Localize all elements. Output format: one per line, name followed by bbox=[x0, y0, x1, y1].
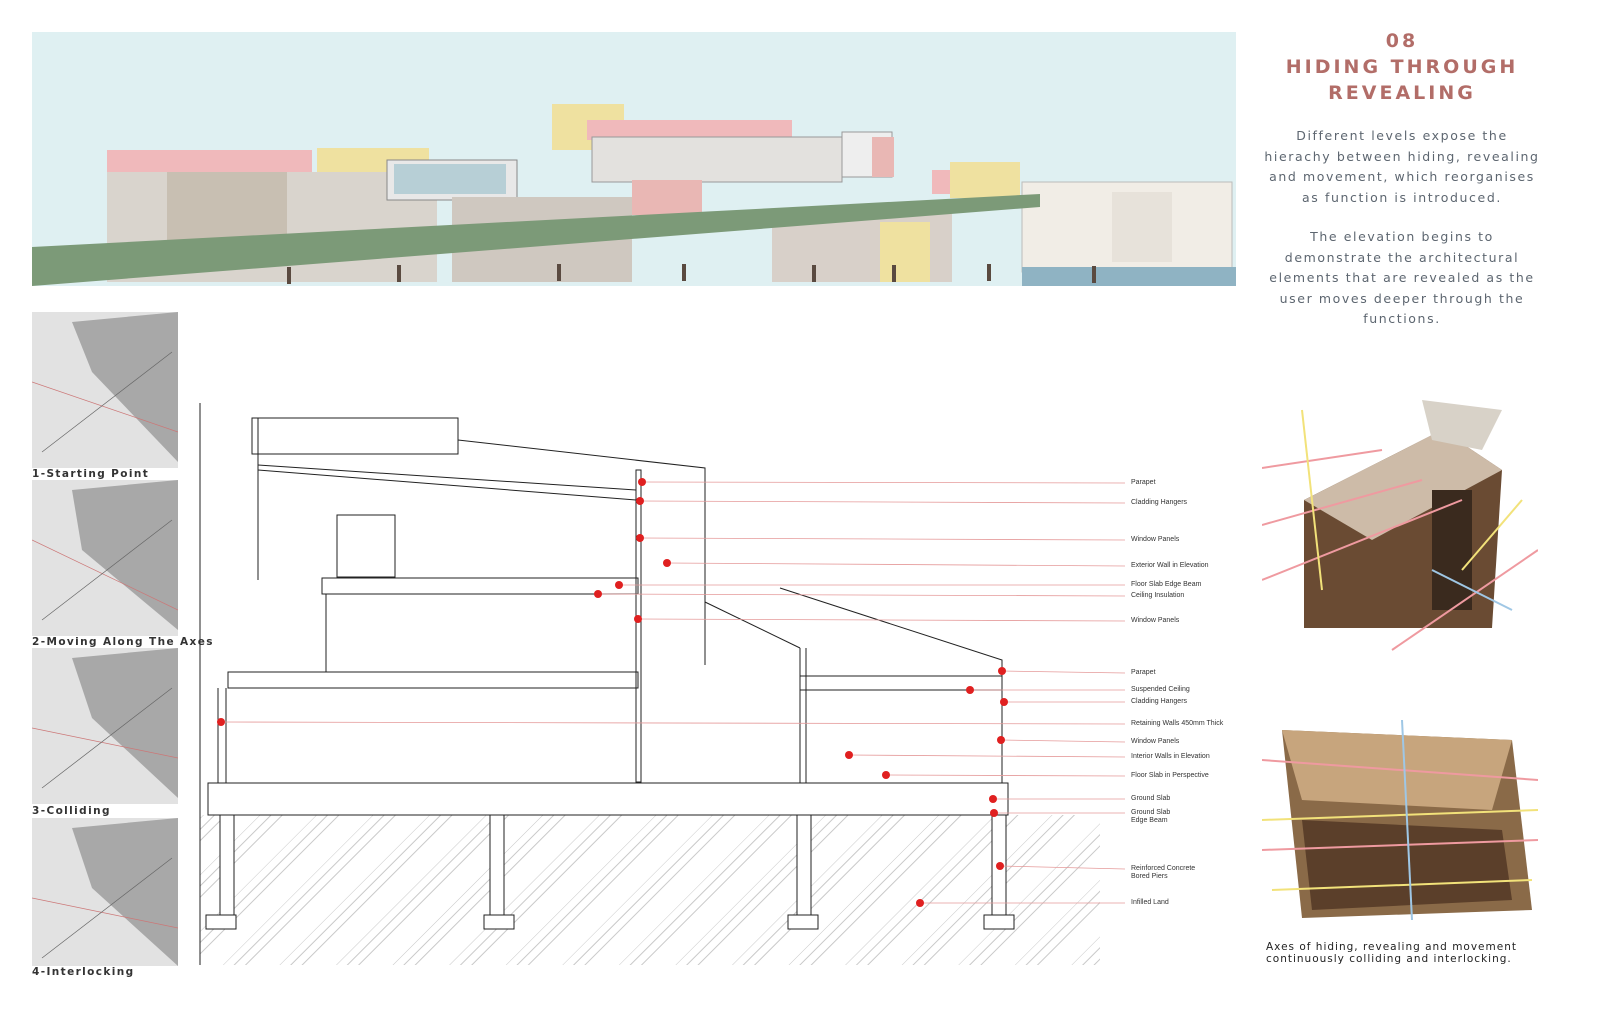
sequence-image-2 bbox=[32, 480, 178, 636]
title-line-2: REVEALING bbox=[1328, 82, 1476, 104]
annotation-marker bbox=[636, 534, 644, 542]
annotation-marker bbox=[989, 795, 997, 803]
leader-line bbox=[885, 774, 1126, 777]
annotation-marker bbox=[594, 590, 602, 598]
page-title: 08 HIDING THROUGH REVEALING bbox=[1262, 28, 1542, 106]
section-label: Reinforced Concrete Bored Piers bbox=[1131, 865, 1196, 880]
caption-line-1: Axes of hiding, revealing and movement bbox=[1266, 941, 1517, 953]
leader-line bbox=[848, 754, 1126, 758]
sequence-label-2: 2-Moving Along The Axes bbox=[32, 636, 214, 648]
section-label: Ground Slab Edge Beam bbox=[1131, 809, 1171, 824]
annotation-marker bbox=[998, 667, 1006, 675]
annotation-marker bbox=[663, 559, 671, 567]
annotation-marker bbox=[996, 862, 1004, 870]
ground-hatch bbox=[200, 815, 1100, 965]
section-label: Cladding Hangers bbox=[1131, 698, 1188, 705]
sequence-label-4: 4-Interlocking bbox=[32, 966, 135, 978]
sheet-number: 08 bbox=[1385, 30, 1419, 52]
title-line-1: HIDING THROUGH bbox=[1285, 56, 1519, 78]
description-paragraph-2: The elevation begins to demonstrate the … bbox=[1269, 229, 1535, 326]
section-label: Infilled Land bbox=[1131, 899, 1169, 906]
leader-line bbox=[637, 618, 1126, 622]
sequence-label-3: 3-Colliding bbox=[32, 805, 111, 817]
section-label: Interior Walls in Elevation bbox=[1131, 753, 1210, 760]
leader-line bbox=[641, 481, 1126, 484]
leader-line bbox=[666, 562, 1126, 567]
annotation-marker bbox=[217, 718, 225, 726]
leader-line bbox=[1000, 739, 1126, 743]
sequence-image-4 bbox=[32, 818, 178, 966]
model-photo-1 bbox=[1262, 400, 1538, 651]
annotation-marker bbox=[997, 736, 1005, 744]
section-label: Parapet bbox=[1131, 479, 1156, 486]
leader-line bbox=[220, 721, 1126, 725]
section-label: Floor Slab Edge Beam bbox=[1131, 581, 1202, 588]
section-label: Parapet bbox=[1131, 669, 1156, 676]
model-photo-2 bbox=[1262, 719, 1538, 921]
elevation-drawing bbox=[32, 32, 1236, 286]
section-label: Suspended Ceiling bbox=[1131, 686, 1190, 693]
ground-slab bbox=[207, 782, 1009, 816]
section-label: Window Panels bbox=[1131, 617, 1180, 624]
green-ramp bbox=[32, 194, 1040, 286]
annotation-marker bbox=[636, 497, 644, 505]
annotation-marker bbox=[882, 771, 890, 779]
annotation-marker bbox=[1000, 698, 1008, 706]
sequence-image-3 bbox=[32, 648, 178, 804]
sequence-image-1 bbox=[32, 312, 178, 468]
section-label: Window Panels bbox=[1131, 738, 1180, 745]
leader-line bbox=[1001, 670, 1126, 674]
leader-line bbox=[597, 593, 1126, 597]
description-paragraph-1: Different levels expose the hierachy bet… bbox=[1264, 128, 1540, 205]
leader-line bbox=[639, 500, 1126, 504]
section-label: Ceiling Insulation bbox=[1131, 592, 1185, 599]
section-label: Floor Slab in Perspective bbox=[1131, 772, 1209, 779]
sequence-label-1: 1-Starting Point bbox=[32, 468, 150, 480]
section-drawing bbox=[199, 403, 1126, 965]
section-label: Retaining Walls 450mm Thick bbox=[1131, 720, 1224, 727]
section-label: Exterior Wall in Elevation bbox=[1131, 562, 1209, 569]
model-caption: Axes of hiding, revealing and movement c… bbox=[1266, 941, 1517, 965]
annotation-marker bbox=[615, 581, 623, 589]
section-label: Window Panels bbox=[1131, 536, 1180, 543]
annotation-marker bbox=[634, 615, 642, 623]
leader-line bbox=[639, 537, 1126, 541]
section-label: Cladding Hangers bbox=[1131, 499, 1188, 506]
caption-line-2: continuously colliding and interlocking. bbox=[1266, 953, 1512, 965]
leader-line bbox=[999, 865, 1126, 870]
annotation-marker bbox=[966, 686, 974, 694]
section-label: Ground Slab bbox=[1131, 795, 1171, 802]
annotation-marker bbox=[916, 899, 924, 907]
annotation-marker bbox=[638, 478, 646, 486]
annotation-marker bbox=[990, 809, 998, 817]
annotation-marker bbox=[845, 751, 853, 759]
